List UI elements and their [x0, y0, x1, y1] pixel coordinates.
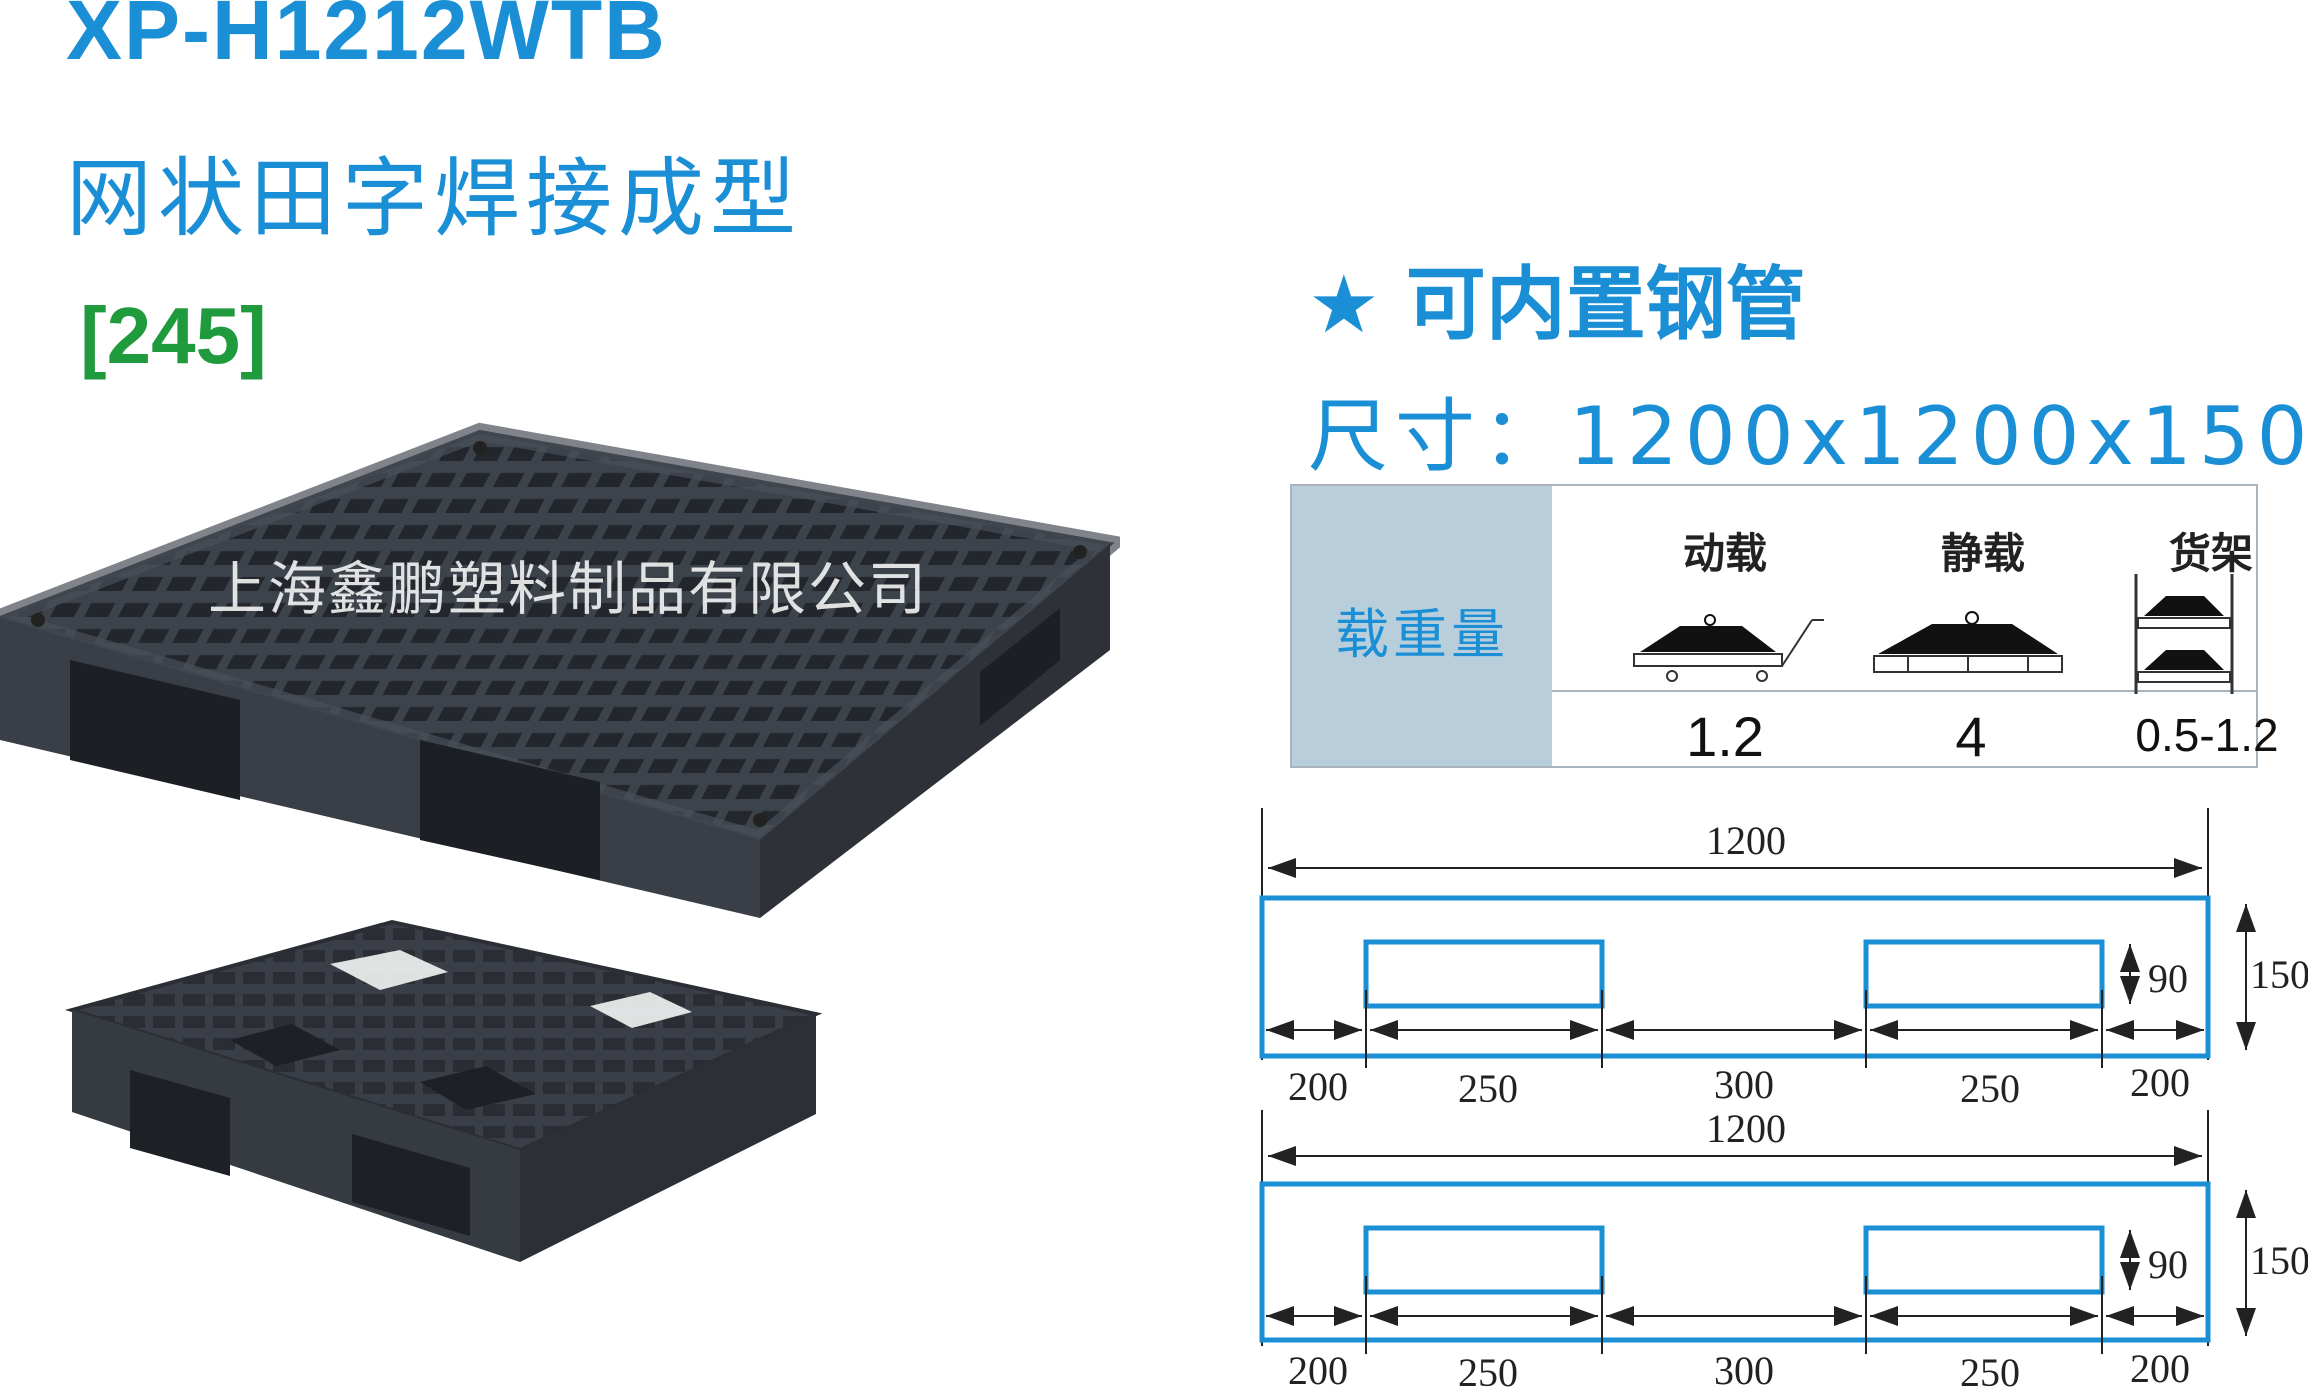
- dim-height-2: 150: [2250, 1238, 2308, 1283]
- product-code: [245]: [80, 291, 267, 380]
- dynamic-load-icon: [1633, 614, 1824, 682]
- dim-total-2: 1200: [1706, 1106, 1786, 1151]
- col-rack-name: 货架: [2168, 529, 2253, 578]
- col-static-value: 4: [1955, 705, 1987, 768]
- dim-seg-1-4: 250: [1960, 1066, 2020, 1111]
- dim-seg-1-5: 200: [2130, 1060, 2190, 1105]
- dim-total-1: 1200: [1706, 818, 1786, 863]
- drawing-side-view: 1200 90 150 200 250 300 250 200: [1259, 1106, 2308, 1390]
- load-label: 载重量: [1335, 603, 1509, 666]
- model-number: XP-H1212WTB: [66, 0, 667, 77]
- col-dynamic-name: 动载: [1682, 529, 1767, 578]
- dim-seg-1-1: 200: [1288, 1064, 1348, 1109]
- drawing-front-view: 1200 90 150 200 250 300 250 200: [1259, 808, 2308, 1111]
- load-label-cell: [1292, 486, 1552, 766]
- col-rack-value: 0.5-1.2: [2135, 709, 2279, 761]
- dim-height-1: 150: [2250, 952, 2308, 997]
- company-watermark: 上海鑫鹏塑料制品有限公司: [208, 555, 929, 623]
- feature-text: 可内置钢管: [1405, 258, 1806, 351]
- dim-seg-2-5: 200: [2130, 1346, 2190, 1390]
- dim-seg-2-2: 250: [1458, 1350, 1518, 1390]
- rack-load-icon: [2134, 574, 2234, 694]
- load-capacity-table: 载重量 动载 静载 货架 1.2 4 0.5-1.2: [1290, 484, 2279, 768]
- col-static-name: 静载: [1940, 529, 2025, 578]
- table-divider: [1552, 690, 2256, 692]
- pallet-bottom-view: [64, 919, 823, 1262]
- dim-seg-2-3: 300: [1714, 1348, 1774, 1390]
- dim-seg-2-1: 200: [1288, 1348, 1348, 1390]
- col-dynamic-value: 1.2: [1686, 705, 1764, 768]
- product-subtitle: 网状田字焊接成型: [66, 149, 802, 249]
- dim-seg-2-4: 250: [1960, 1350, 2020, 1390]
- dim-opening-1: 90: [2148, 956, 2188, 1001]
- pallet-top-view: [0, 422, 1120, 918]
- dim-opening-2: 90: [2148, 1242, 2188, 1287]
- static-load-icon: [1873, 611, 2063, 673]
- size-spec: 尺寸：1200x1200x150: [1308, 390, 2308, 483]
- feature-line: ★ 可内置钢管: [1308, 240, 1806, 356]
- dim-seg-1-2: 250: [1458, 1066, 1518, 1111]
- star-icon: ★: [1308, 258, 1380, 351]
- dim-seg-1-3: 300: [1714, 1062, 1774, 1107]
